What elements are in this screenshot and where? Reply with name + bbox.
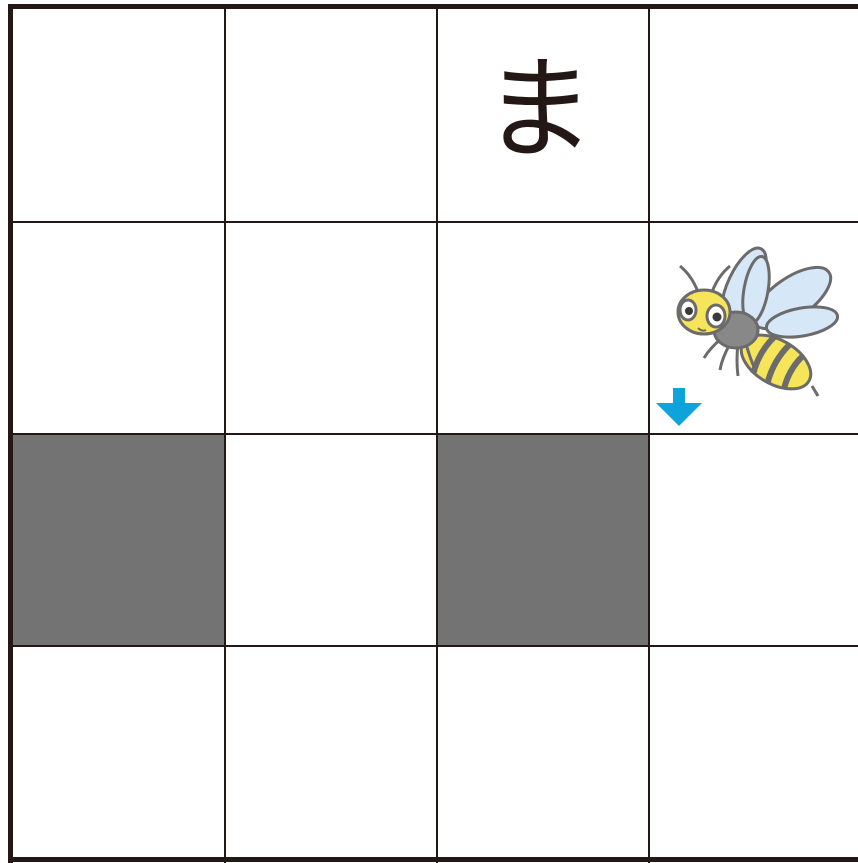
grid-cell[interactable] (225, 434, 437, 646)
blocked-cell[interactable] (437, 434, 649, 646)
blocked-cell[interactable] (12, 434, 225, 646)
grid-line-horizontal (8, 221, 858, 223)
grid-cell[interactable] (225, 646, 437, 859)
grid-cell[interactable] (225, 9, 437, 222)
board-border-top (8, 4, 858, 9)
grid-cell[interactable] (12, 9, 225, 222)
grid-line-horizontal (8, 433, 858, 435)
bee-icon (664, 240, 844, 410)
grid-cell[interactable] (649, 646, 858, 859)
grid-cell[interactable] (437, 646, 649, 859)
grid-cell[interactable] (437, 222, 649, 434)
cell-character: ま (437, 45, 641, 175)
arrow-down-icon (654, 388, 704, 428)
board-border-bottom (8, 857, 858, 862)
grid-cell[interactable] (649, 434, 858, 646)
grid-cell[interactable] (12, 222, 225, 434)
grid-cell[interactable] (225, 222, 437, 434)
grid-cell[interactable] (12, 646, 225, 859)
grid-cell[interactable] (649, 9, 858, 222)
grid-line-horizontal (8, 645, 858, 647)
